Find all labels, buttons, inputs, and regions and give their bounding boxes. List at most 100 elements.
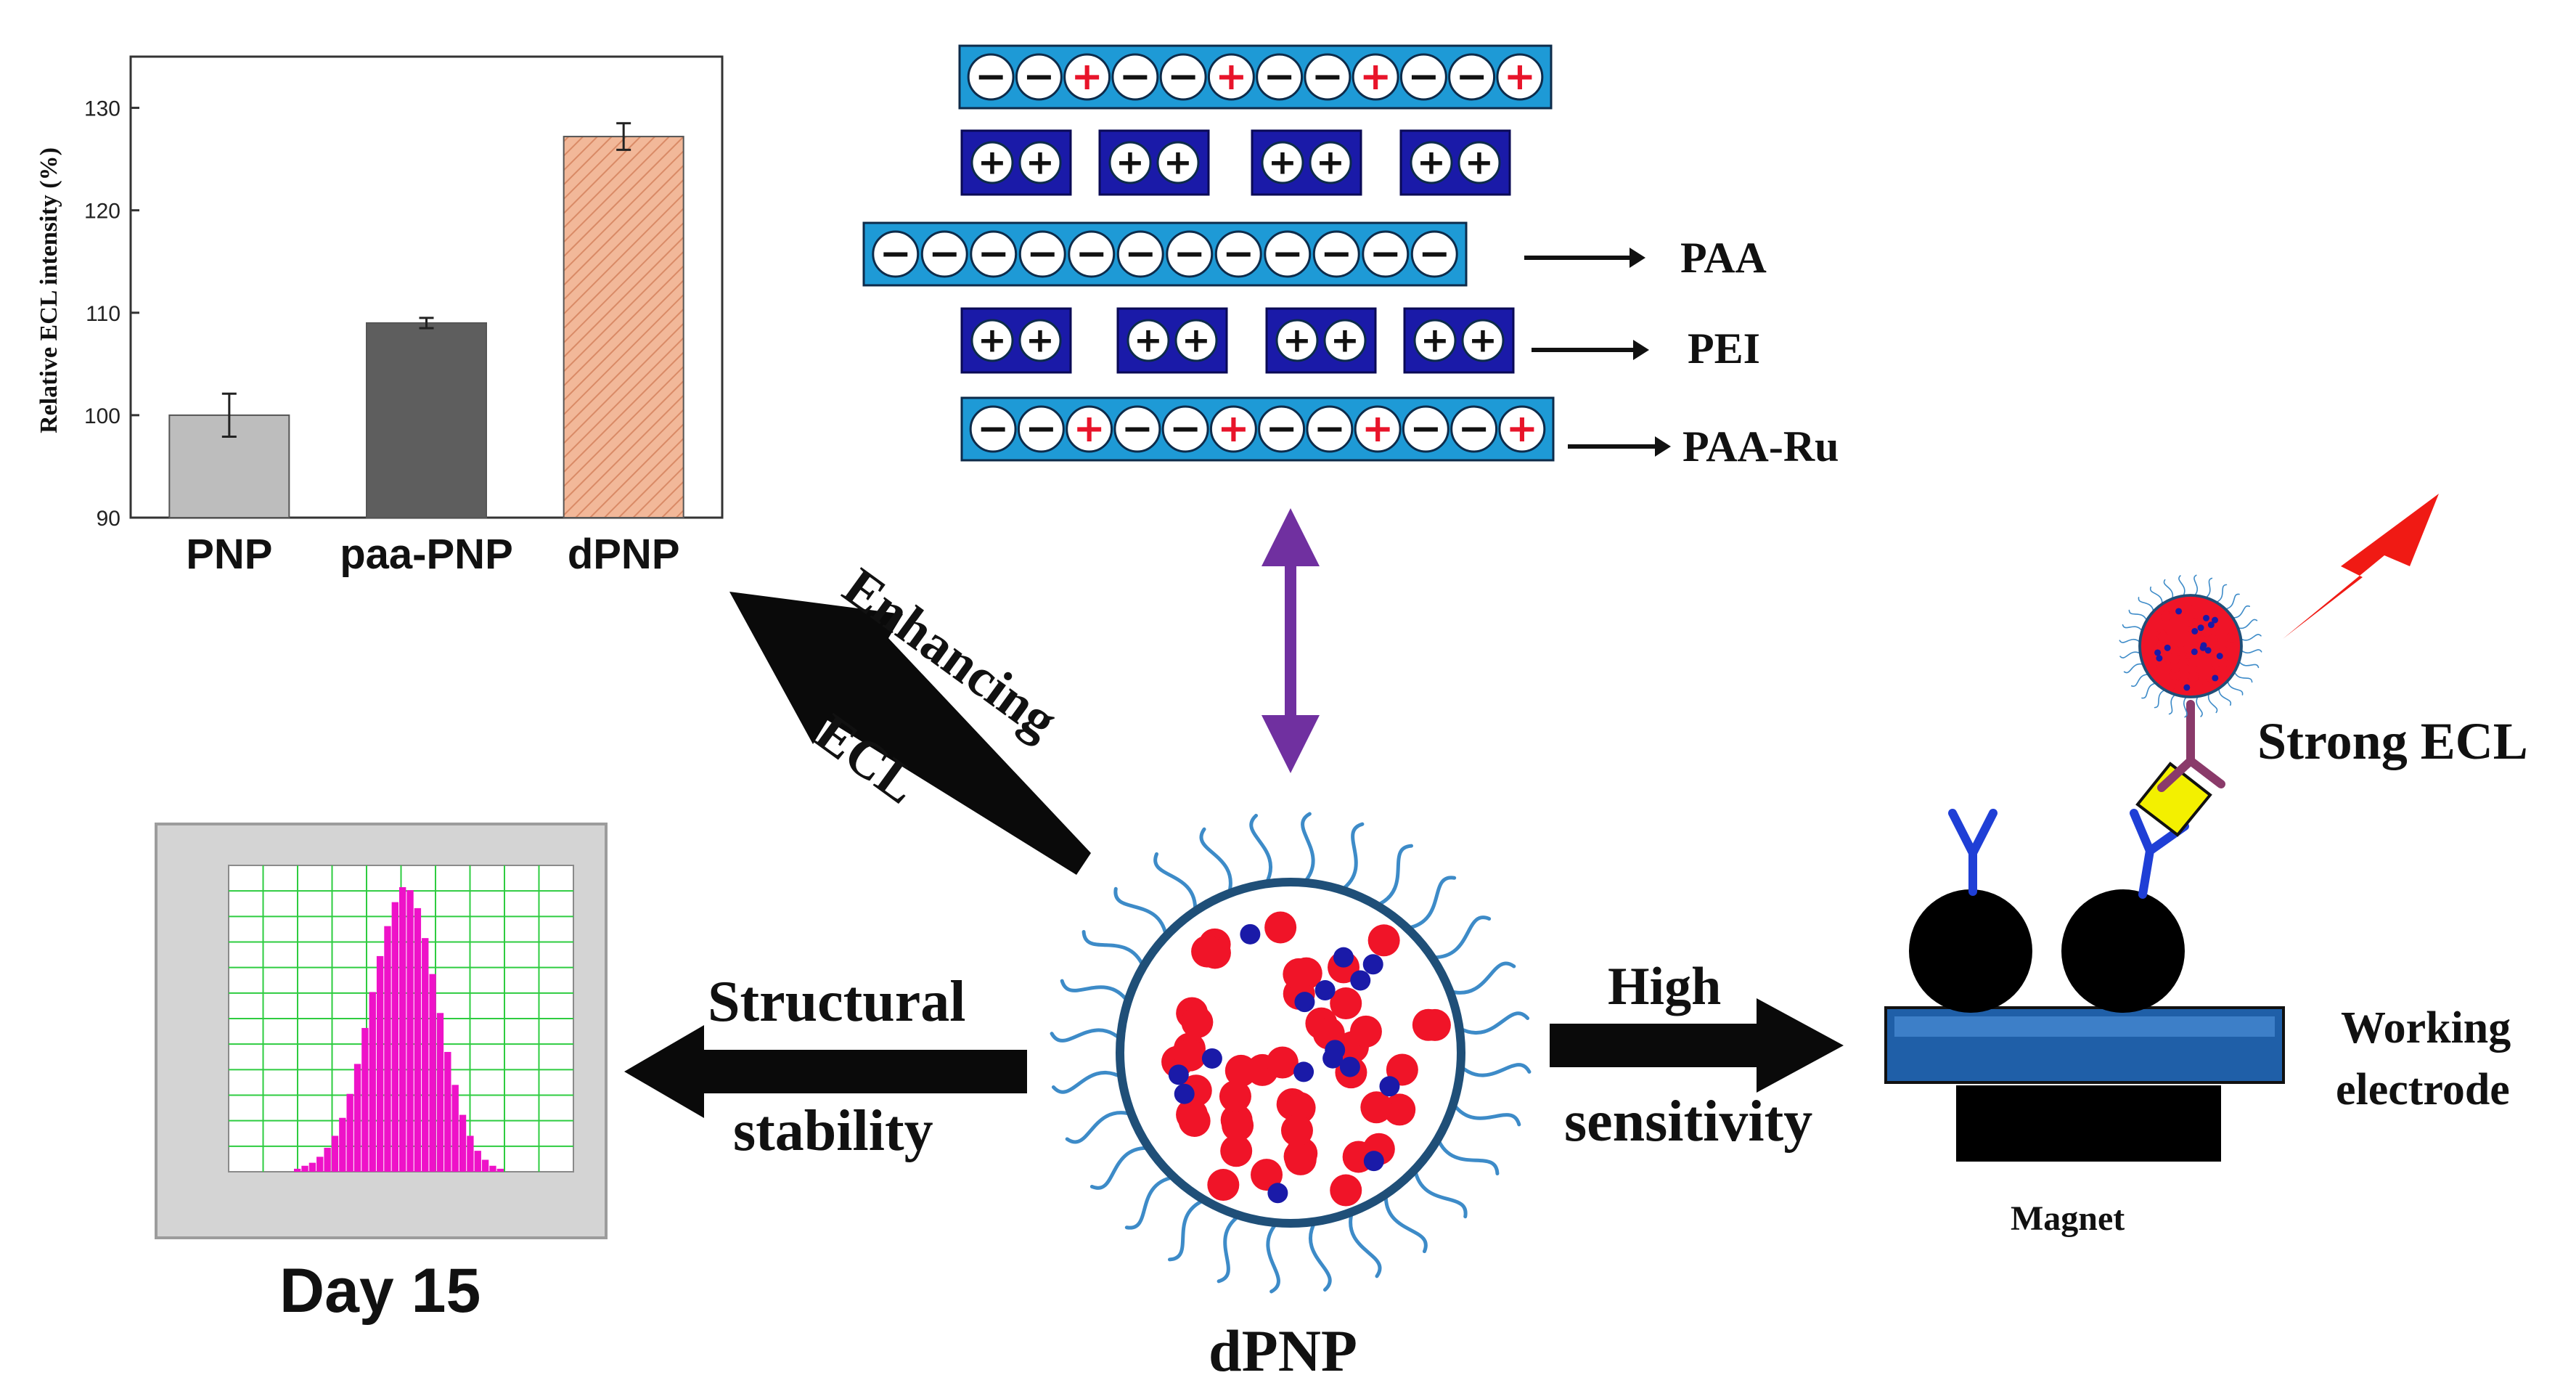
polymer-chain bbox=[2232, 605, 2251, 619]
charge-glyph: − bbox=[1124, 232, 1156, 276]
polymer-chain bbox=[2238, 661, 2260, 669]
blue-dot bbox=[1201, 1048, 1222, 1069]
histogram-panel bbox=[155, 823, 608, 1239]
polymer-chain bbox=[1089, 1146, 1151, 1190]
plus-charge-icon bbox=[970, 319, 1014, 362]
detection-antibody-icon bbox=[2157, 700, 2225, 792]
polymer-chain bbox=[1349, 1210, 1382, 1278]
charge-glyph: + bbox=[1026, 142, 1055, 182]
charge-glyph: − bbox=[1272, 232, 1304, 276]
histogram-bar bbox=[361, 1027, 369, 1172]
charge-glyph: − bbox=[880, 232, 912, 276]
charge-glyph: + bbox=[1071, 54, 1103, 99]
polymer-chain bbox=[1383, 1192, 1428, 1254]
charge-glyph: + bbox=[1420, 320, 1449, 360]
blue-dot bbox=[1293, 1061, 1314, 1082]
red-dye-dot bbox=[2212, 608, 2224, 619]
charge-glyph: + bbox=[1465, 142, 1494, 182]
charge-glyph: − bbox=[1418, 232, 1450, 276]
red-dye-dot bbox=[2187, 664, 2198, 674]
blue-dot bbox=[1350, 970, 1371, 991]
electrode-label: electrode bbox=[2336, 1065, 2510, 1114]
polymer-chain bbox=[1217, 1213, 1242, 1284]
red-dye-dot bbox=[1330, 987, 1362, 1020]
plus-charge-icon bbox=[1498, 405, 1546, 453]
bar bbox=[563, 136, 684, 519]
electrode-device bbox=[1884, 494, 2439, 1162]
charge-glyph: + bbox=[1506, 407, 1538, 451]
red-dye-dot bbox=[1349, 1015, 1382, 1048]
blue-dot bbox=[1294, 992, 1315, 1013]
blue-dot bbox=[1168, 1064, 1189, 1085]
plus-charge-icon bbox=[1156, 141, 1200, 184]
electrode-highlight bbox=[1894, 1016, 2275, 1037]
working-label: Working bbox=[2341, 1003, 2511, 1053]
polymer-chain bbox=[1451, 1101, 1521, 1127]
histogram-bar bbox=[316, 1157, 324, 1172]
plus-charge-icon bbox=[1018, 319, 1062, 362]
charge-glyph: − bbox=[1370, 232, 1402, 276]
charge-glyph: + bbox=[1362, 407, 1394, 451]
charge-glyph: − bbox=[1025, 407, 1057, 451]
charge-glyph: − bbox=[928, 232, 960, 276]
minus-charge-icon bbox=[1258, 405, 1306, 453]
blue-dot bbox=[2191, 648, 2198, 656]
charge-glyph: + bbox=[978, 320, 1007, 360]
polymer-chain bbox=[1436, 1137, 1500, 1175]
histogram-bar bbox=[369, 992, 376, 1172]
charge-glyph: + bbox=[1359, 54, 1391, 99]
polymer-chain bbox=[1050, 1028, 1123, 1043]
polymer-chain bbox=[2207, 693, 2218, 714]
structural-label: Structural bbox=[708, 970, 966, 1034]
minus-charge-icon bbox=[1450, 405, 1498, 453]
histogram-bar bbox=[399, 887, 406, 1172]
blue-dot bbox=[2154, 649, 2162, 656]
red-dye-dot bbox=[1178, 1104, 1211, 1137]
plus-charge-icon bbox=[1309, 141, 1352, 184]
blue-dot bbox=[2207, 621, 2215, 629]
polymer-chain bbox=[2119, 651, 2141, 658]
minus-charge-icon bbox=[1161, 405, 1209, 453]
polymer-chain bbox=[1447, 961, 1516, 995]
magnet-label: Magnet bbox=[2011, 1199, 2125, 1238]
charge-glyph: − bbox=[1266, 407, 1298, 451]
blue-dot bbox=[2175, 608, 2183, 615]
blue-dot bbox=[1267, 1183, 1288, 1204]
histogram-bars bbox=[294, 887, 504, 1172]
polymer-chain bbox=[1308, 1220, 1332, 1292]
polymer-chain bbox=[1249, 813, 1273, 886]
minus-charge-icon bbox=[1399, 53, 1447, 101]
charge-glyph: + bbox=[1417, 142, 1446, 182]
polymer-chain bbox=[2183, 696, 2188, 718]
minus-charge-icon bbox=[1018, 230, 1066, 278]
minus-charge-icon bbox=[1214, 230, 1262, 278]
red-dye-dot bbox=[1220, 1104, 1253, 1136]
polymer-chain bbox=[2138, 597, 2154, 612]
plus-charge-icon bbox=[1018, 141, 1062, 184]
red-dye-dot bbox=[1330, 1174, 1362, 1207]
minus-charge-icon bbox=[1068, 230, 1116, 278]
histogram-bar bbox=[467, 1135, 474, 1172]
magnetic-bead-icon bbox=[1909, 889, 2032, 1013]
minus-charge-icon bbox=[1304, 53, 1352, 101]
red-dye-dot bbox=[2169, 669, 2180, 680]
charge-glyph: − bbox=[1169, 407, 1201, 451]
polymer-chain bbox=[1301, 812, 1315, 885]
blue-dot bbox=[1174, 1083, 1195, 1104]
histogram-bar bbox=[422, 938, 429, 1172]
blue-dot bbox=[2212, 616, 2218, 624]
red-dye-dot bbox=[2188, 618, 2199, 629]
polymer-chain bbox=[1124, 1175, 1176, 1230]
charge-glyph: − bbox=[1407, 54, 1439, 99]
polymer-chain bbox=[1168, 1198, 1206, 1262]
polymer-chain bbox=[2218, 688, 2232, 706]
charge-glyph: + bbox=[1116, 142, 1145, 182]
enhancing-arrow-icon bbox=[729, 592, 1091, 875]
charge-glyph: − bbox=[978, 232, 1010, 276]
blue-dot bbox=[2216, 653, 2223, 660]
high-arrow-icon bbox=[1550, 998, 1844, 1093]
charge-glyph: − bbox=[1320, 232, 1352, 276]
blue-dot bbox=[2204, 647, 2212, 654]
